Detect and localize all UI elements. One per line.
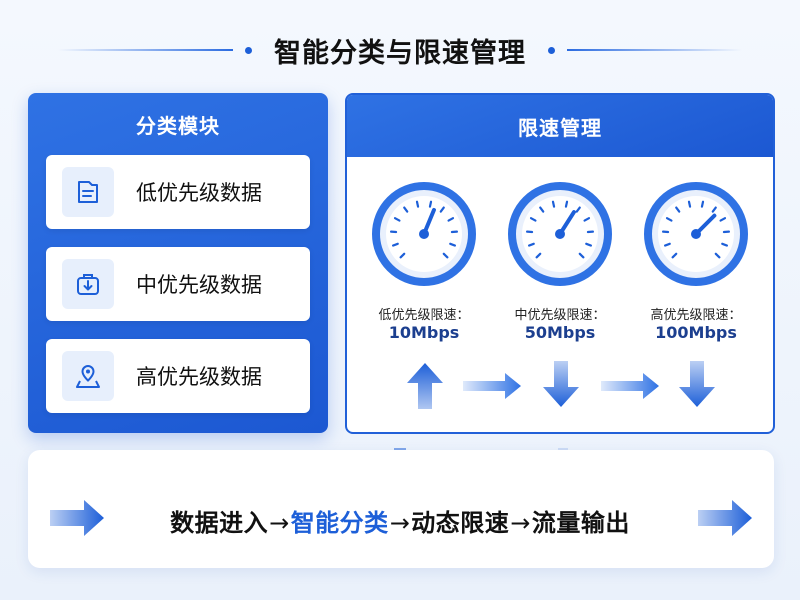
gauge-hub: [419, 229, 429, 239]
gauge-tick: [535, 252, 542, 259]
gauge-tick: [663, 242, 671, 247]
classification-panel: 分类模块 低优先级数据 中优先级数据: [28, 93, 328, 433]
flow-start-arrow-icon: [50, 500, 104, 536]
gauge-tick: [415, 200, 420, 208]
category-item-medium[interactable]: 中优先级数据: [46, 247, 310, 321]
flow-step-data-in: 数据进入: [170, 509, 269, 537]
title-dot-right: [548, 46, 555, 54]
gauge-tick: [428, 200, 433, 208]
rate-limit-panel: 限速管理 低优先级限速： 10Mbps 中优先级限速： 50Mbps 高优先级限…: [345, 93, 775, 434]
arrow-down-icon: [679, 361, 715, 407]
gauge-tick: [442, 252, 449, 259]
gauge-tick: [449, 242, 457, 247]
flow-end-arrow-icon: [698, 500, 752, 536]
flow-separator: →: [510, 509, 531, 537]
gauge-tick: [391, 242, 399, 247]
speed-caption-low: 低优先级限速：: [378, 308, 470, 323]
gauge-tick: [719, 217, 727, 222]
arrow-right-icon: [601, 373, 659, 399]
title-line-left: [58, 49, 233, 51]
gauge-tick: [721, 242, 729, 247]
title-dot-left: [245, 46, 252, 54]
flow-step-classify: 智能分类: [290, 509, 389, 537]
process-flow-text: 数据进入→智能分类→动态限速→流量输出: [0, 503, 800, 538]
gauge-tick: [583, 217, 591, 222]
category-label-low: 低优先级数据: [136, 181, 262, 205]
download-briefcase-icon: [62, 259, 114, 309]
page-title: 智能分类与限速管理: [274, 37, 526, 69]
gauge-tick: [403, 206, 409, 213]
title-line-right: [567, 49, 742, 51]
speed-value-high: 100Mbps: [655, 323, 737, 342]
gauge-tick: [665, 217, 673, 222]
speed-value-low: 10Mbps: [388, 323, 460, 342]
title-bar: 智能分类与限速管理: [0, 28, 800, 72]
category-label-high: 高优先级数据: [136, 365, 262, 389]
gauge-low: [372, 182, 476, 286]
arrow-up-icon: [407, 363, 443, 409]
gauge-tick: [578, 252, 585, 259]
gauge-hub: [555, 229, 565, 239]
gauge-tick: [700, 200, 705, 208]
gauge-high: [644, 182, 748, 286]
gauge-ring: [644, 182, 748, 286]
gauge-tick: [551, 200, 556, 208]
gauge-tick: [393, 217, 401, 222]
gauge-tick: [575, 206, 581, 213]
arrow-right-icon: [463, 373, 521, 399]
gauge-hub: [691, 229, 701, 239]
gauge-tick: [399, 252, 406, 259]
flow-step-rate-limit: 动态限速: [411, 509, 510, 537]
flow-separator: →: [269, 509, 290, 537]
category-item-low[interactable]: 低优先级数据: [46, 155, 310, 229]
gauge-tick: [671, 252, 678, 259]
gauge-medium: [508, 182, 612, 286]
gauge-tick: [447, 217, 455, 222]
speed-value-medium: 50Mbps: [524, 323, 596, 342]
gauge-tick: [711, 206, 717, 213]
gauge-tick: [687, 200, 692, 208]
gauge-tick: [439, 206, 445, 213]
gauge-tick: [539, 206, 545, 213]
speed-caption-high: 高优先级限速：: [650, 308, 742, 323]
gauge-tick: [585, 242, 593, 247]
category-label-medium: 中优先级数据: [136, 273, 262, 297]
document-icon: [62, 167, 114, 217]
gauge-tick: [529, 217, 537, 222]
gauge-tick: [564, 200, 569, 208]
category-item-high[interactable]: 高优先级数据: [46, 339, 310, 413]
process-flow-box: [28, 450, 774, 568]
flow-step-output: 流量输出: [531, 509, 630, 537]
gauge-tick: [714, 252, 721, 259]
gauge-ring: [508, 182, 612, 286]
gauge-tick: [675, 206, 681, 213]
gauge-tick: [527, 242, 535, 247]
rate-limit-header: 限速管理: [347, 95, 773, 157]
gauge-ring: [372, 182, 476, 286]
map-location-icon: [62, 351, 114, 401]
arrow-down-icon: [543, 361, 579, 407]
classification-header: 分类模块: [136, 113, 220, 138]
speed-caption-medium: 中优先级限速：: [514, 308, 606, 323]
flow-separator: →: [389, 509, 411, 537]
